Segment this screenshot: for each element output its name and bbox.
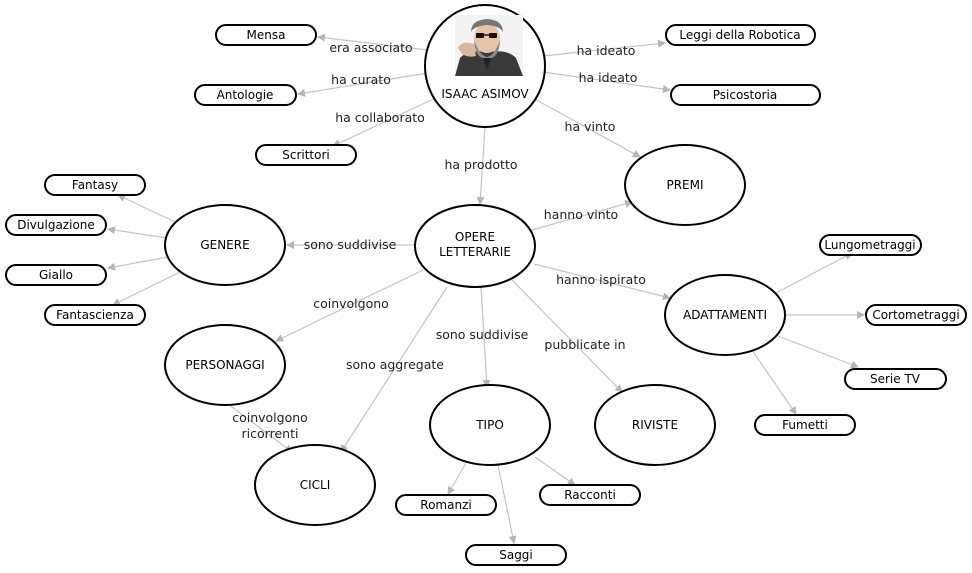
- edge-adattamenti-fumetti: [751, 349, 797, 415]
- node-scrittori-label: Scrittori: [282, 148, 330, 162]
- node-lungometraggi-label: Lungometraggi: [824, 238, 915, 252]
- node-riviste[interactable]: RIVISTE: [594, 384, 716, 466]
- node-tipo-label: TIPO: [475, 418, 504, 432]
- node-giallo[interactable]: Giallo: [5, 264, 107, 286]
- edge-asimov-premi: [532, 97, 641, 158]
- node-psicostoria-label: Psicostoria: [713, 88, 777, 102]
- node-adattamenti-label: ADATTAMENTI: [683, 308, 767, 322]
- node-premi-label: PREMI: [666, 178, 703, 192]
- node-cicli-label: CICLI: [300, 478, 331, 492]
- node-fumetti[interactable]: Fumetti: [754, 414, 856, 436]
- node-leggi[interactable]: Leggi della Robotica: [665, 24, 816, 46]
- edge-asimov-leggi: [542, 39, 666, 57]
- edge-asimov-antologie: [297, 72, 429, 97]
- link-label-ha-prodotto: ha prodotto: [444, 157, 517, 172]
- edge-genere-fantasy: [117, 194, 176, 223]
- node-mensa-label: Mensa: [247, 28, 286, 42]
- node-riviste-label: RIVISTE: [632, 418, 678, 432]
- edge-opere-tipo: [480, 286, 491, 388]
- edge-asimov-scrittori: [332, 95, 441, 147]
- node-fantasy[interactable]: Fantasy: [44, 174, 146, 196]
- node-racconti-label: Racconti: [564, 488, 616, 502]
- node-saggi-label: Saggi: [499, 548, 533, 562]
- link-label-hanno-ispirato: hanno ispirato: [556, 272, 646, 287]
- edge-personaggi-cicli: [227, 403, 293, 453]
- node-asimov[interactable]: ISAAC ASIMOV: [424, 4, 546, 128]
- portrait-photo: [455, 15, 523, 76]
- edge-asimov-mensa: [317, 33, 429, 51]
- node-personaggi[interactable]: PERSONAGGI: [164, 324, 286, 406]
- node-giallo-label: Giallo: [39, 268, 73, 282]
- edge-genere-fantascienza: [112, 271, 181, 306]
- edge-opere-personaggi: [275, 269, 424, 342]
- node-racconti[interactable]: Racconti: [539, 484, 641, 506]
- link-label-ha-ideato-2: ha ideato: [579, 70, 638, 85]
- node-fumetti-label: Fumetti: [782, 418, 828, 432]
- node-romanzi-label: Romanzi: [420, 498, 471, 512]
- node-cicli[interactable]: CICLI: [254, 444, 376, 526]
- node-lungometraggi[interactable]: Lungometraggi: [819, 234, 922, 256]
- link-label-sono-suddivise-2: sono suddivise: [436, 327, 529, 342]
- edge-opere-riviste: [511, 279, 623, 393]
- edge-genere-divulgazione: [107, 226, 168, 239]
- node-scrittori[interactable]: Scrittori: [255, 144, 357, 166]
- link-label-ha-curato: ha curato: [331, 72, 391, 87]
- node-leggi-label: Leggi della Robotica: [679, 28, 800, 42]
- node-antologie-label: Antologie: [217, 88, 274, 102]
- node-opere-label-line2: LETTERARIE: [439, 245, 511, 259]
- link-label-ha-ideato-1: ha ideato: [577, 43, 636, 58]
- node-fantascienza-label: Fantascienza: [56, 308, 134, 322]
- node-serie-tv[interactable]: Serie TV: [844, 368, 947, 390]
- node-opere-label-line1: OPERE: [455, 230, 495, 244]
- link-label-hanno-vinto: hanno vinto: [544, 207, 618, 222]
- link-label-ha-vinto: ha vinto: [565, 119, 616, 134]
- node-saggi[interactable]: Saggi: [465, 544, 567, 566]
- node-fantasy-label: Fantasy: [72, 178, 118, 192]
- link-label-sono-suddivise-1: sono suddivise: [304, 237, 397, 252]
- node-cortometraggi[interactable]: Cortometraggi: [865, 304, 967, 326]
- edge-tipo-racconti: [534, 456, 576, 486]
- node-adattamenti[interactable]: ADATTAMENTI: [664, 274, 786, 356]
- link-label-ha-collaborato: ha collaborato: [335, 110, 425, 125]
- link-label-pubblicate-in: pubblicate in: [544, 337, 625, 352]
- node-asimov-label: ISAAC ASIMOV: [441, 87, 529, 101]
- node-psicostoria[interactable]: Psicostoria: [670, 84, 821, 106]
- link-labels: era associato ha curato ha collaborato h…: [232, 40, 646, 441]
- node-personaggi-label: PERSONAGGI: [185, 358, 264, 372]
- edge-opere-cicli: [340, 286, 448, 453]
- link-label-sono-aggregate: sono aggregate: [346, 357, 444, 372]
- link-label-coinvolgono: coinvolgono: [313, 296, 389, 311]
- node-premi[interactable]: PREMI: [624, 144, 746, 226]
- node-genere[interactable]: GENERE: [164, 204, 286, 286]
- edge-tipo-saggi: [497, 464, 517, 544]
- edge-asimov-opere: [476, 126, 486, 205]
- edge-genere-giallo: [107, 256, 169, 271]
- link-label-coinvolgono-ricorrenti-line1: coinvolgono: [232, 410, 308, 425]
- edge-opere-premi: [531, 200, 633, 231]
- node-divulgazione-label: Divulgazione: [17, 218, 95, 232]
- edge-opere-adattamenti: [533, 263, 671, 301]
- node-cortometraggi-label: Cortometraggi: [872, 308, 959, 322]
- node-tipo[interactable]: TIPO: [429, 384, 551, 466]
- link-label-coinvolgono-ricorrenti-line2: ricorrenti: [242, 426, 299, 441]
- edge-adattamenti-lungometraggi: [773, 252, 853, 295]
- edges: [107, 33, 865, 544]
- node-romanzi[interactable]: Romanzi: [395, 494, 497, 516]
- link-label-era-associato: era associato: [329, 40, 412, 55]
- node-antologie[interactable]: Antologie: [194, 84, 297, 106]
- edge-tipo-romanzi: [447, 462, 467, 495]
- node-serie-tv-label: Serie TV: [870, 372, 921, 386]
- node-opere[interactable]: OPERE LETTERARIE: [414, 204, 536, 288]
- node-genere-label: GENERE: [200, 238, 249, 252]
- edge-asimov-psicostoria: [542, 71, 671, 93]
- node-fantascienza[interactable]: Fantascienza: [44, 304, 146, 326]
- edge-adattamenti-serietv: [777, 335, 859, 369]
- node-mensa[interactable]: Mensa: [215, 24, 317, 46]
- node-divulgazione[interactable]: Divulgazione: [5, 214, 107, 236]
